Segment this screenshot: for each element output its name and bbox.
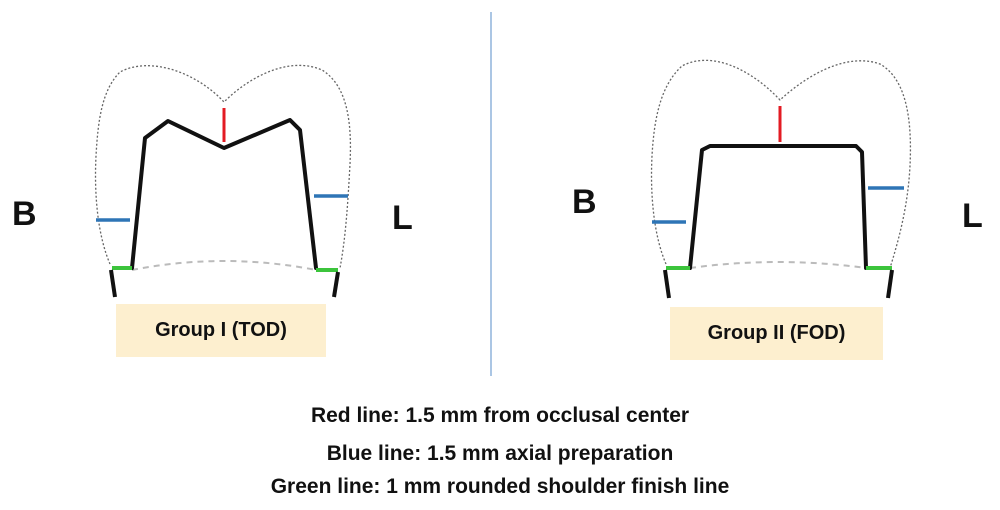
buccal-label: B	[12, 195, 37, 233]
root-line-lingual	[886, 269, 894, 299]
cervical-line	[131, 260, 317, 271]
root-line-buccal	[109, 269, 117, 298]
crown-outline	[650, 59, 912, 269]
group-label: Group I (TOD)	[155, 319, 287, 341]
lingual-label: L	[962, 197, 983, 235]
root-line-buccal	[663, 269, 671, 299]
legend-green-line: Green line: 1 mm rounded shoulder finish…	[270, 475, 730, 498]
cervical-line	[689, 261, 867, 269]
preparation-outline	[130, 118, 318, 270]
preparation-outline	[688, 144, 868, 270]
group-label: Group II (FOD)	[707, 322, 846, 344]
group-label-box: Group II (FOD)	[670, 307, 883, 360]
crown-outline	[94, 64, 352, 269]
lingual-label: L	[392, 199, 413, 237]
root-line-lingual	[332, 271, 340, 298]
group-label-box: Group I (TOD)	[116, 304, 326, 357]
legend-blue-line: Blue line: 1.5 mm axial preparation	[326, 442, 674, 465]
tooth-group-2	[650, 59, 912, 299]
buccal-label: B	[572, 183, 597, 221]
tooth-group-1	[94, 64, 352, 298]
legend-red-line: Red line: 1.5 mm from occlusal center	[310, 404, 690, 427]
